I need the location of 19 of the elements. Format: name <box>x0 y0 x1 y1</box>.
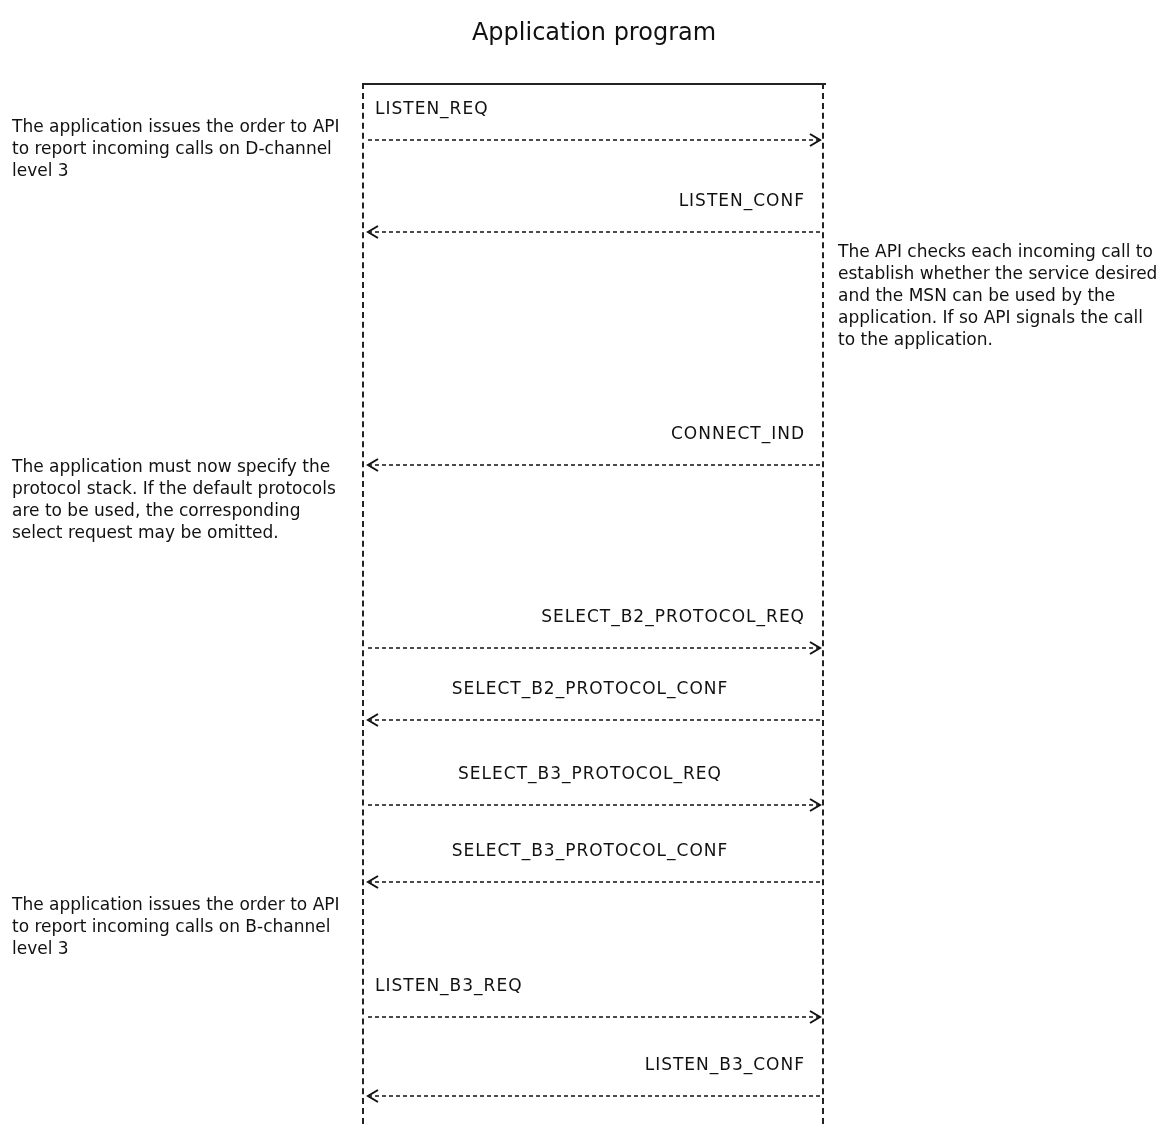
frame-title: Application program <box>470 18 718 46</box>
arrow <box>367 713 821 727</box>
note-text: The API checks each incoming call to establish whether the service desired and the MSN can be used by the application. If so API signals the call to the application. <box>838 240 1158 350</box>
note-text: The application must now specify the protocol stack. If the default protocols are to be used, the corresponding select request may be omitted. <box>12 455 337 543</box>
lifeline <box>362 83 366 1124</box>
arrow <box>367 798 821 812</box>
message-label: SELECT_B3_PROTOCOL_REQ <box>457 763 723 783</box>
arrow <box>367 1010 821 1024</box>
arrow <box>367 641 821 655</box>
message-label: SELECT_B3_PROTOCOL_CONF <box>450 840 730 860</box>
arrow <box>367 875 821 889</box>
arrow <box>367 1089 821 1103</box>
arrow <box>367 458 821 472</box>
message-label: SELECT_B2_PROTOCOL_CONF <box>450 678 730 698</box>
note-text: The application issues the order to API to report incoming calls on B-channel level 3 <box>12 893 341 959</box>
arrow <box>367 225 821 239</box>
note-text: The application issues the order to API to report incoming calls on D-channel level 3 <box>12 115 341 181</box>
arrow <box>367 133 821 147</box>
lifeline <box>822 83 826 1124</box>
